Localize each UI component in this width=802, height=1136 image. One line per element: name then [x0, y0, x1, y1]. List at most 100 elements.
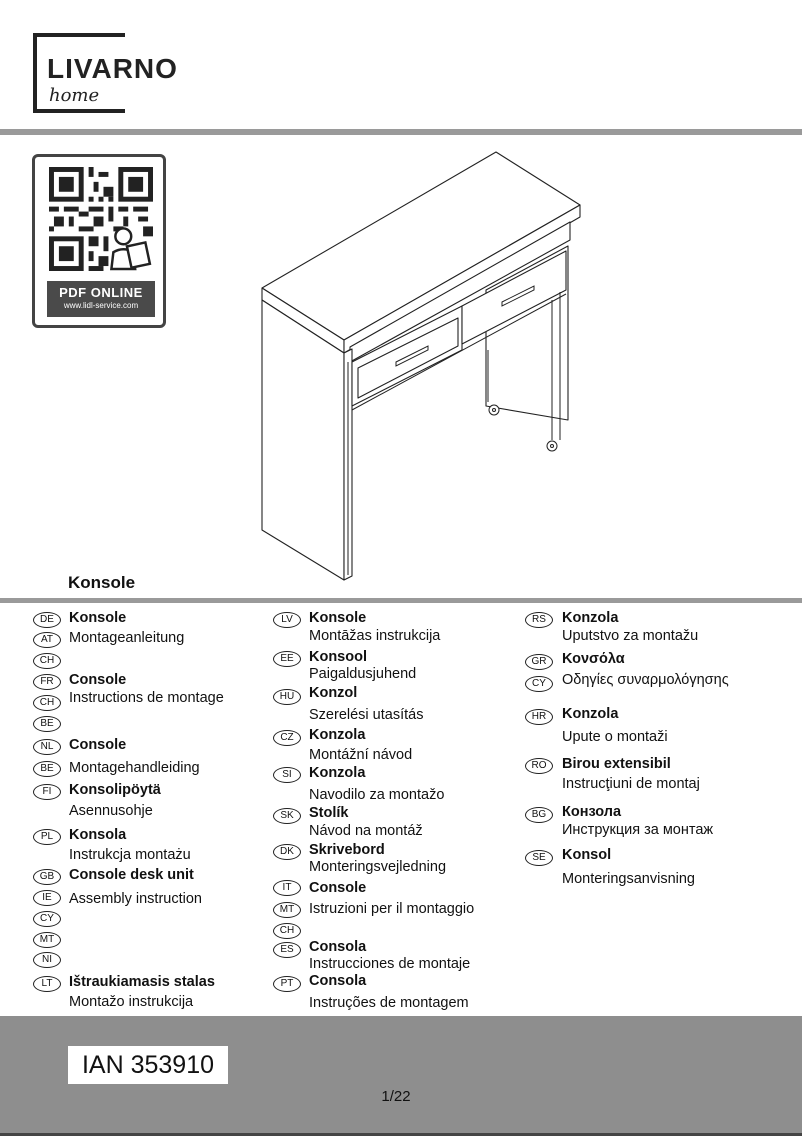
top-divider — [0, 129, 802, 135]
language-subtitle: Szerelési utasítás — [309, 707, 424, 723]
language-subtitle: Instrucciones de montaje — [309, 956, 471, 972]
language-title: Konsole — [309, 610, 367, 626]
language-title: Konsole — [69, 610, 127, 626]
language-title: Konzola — [562, 706, 619, 722]
language-title: Consola — [309, 973, 367, 989]
country-code-badge: NL — [33, 739, 61, 755]
language-subtitle: Montāžas instrukcija — [309, 628, 441, 644]
country-code-badge: BG — [525, 807, 553, 823]
country-code-badge: ES — [273, 942, 301, 958]
country-code-badge: AT — [33, 632, 61, 648]
country-code-badge: CY — [525, 676, 553, 692]
country-code-badge: SK — [273, 808, 301, 824]
logo-brand-name: LIVARNO — [47, 53, 182, 85]
language-subtitle: Montagehandleiding — [69, 760, 200, 776]
country-code-badge: BE — [33, 761, 61, 777]
logo-brand-sub: home — [49, 85, 100, 106]
country-code-badge: DK — [273, 844, 301, 860]
language-title: Κονσόλα — [562, 651, 625, 667]
language-title: Konsola — [69, 827, 127, 843]
console-table-illustration — [261, 151, 581, 581]
language-subtitle: Οδηγίες συναρμολόγησης — [562, 672, 729, 688]
language-subtitle: Montážní návod — [309, 747, 413, 763]
country-code-badge: RS — [525, 612, 553, 628]
country-code-badge: SE — [525, 850, 553, 866]
country-code-badge: HR — [525, 709, 553, 725]
country-code-badge: CH — [273, 923, 301, 939]
country-code-badge: CH — [33, 695, 61, 711]
language-subtitle: Инструкция за монтаж — [562, 822, 714, 838]
service-url: www.lidl-service.com — [63, 301, 139, 310]
language-title: Console — [309, 880, 367, 896]
country-code-badge: DE — [33, 612, 61, 628]
country-code-badge: IT — [273, 880, 301, 896]
qr-code-icon — [49, 167, 153, 271]
language-title: Ištraukiamasis stalas — [69, 974, 215, 990]
language-subtitle: Upute o montaži — [562, 729, 668, 745]
language-subtitle: Monteringsanvisning — [562, 871, 695, 887]
language-title: Конзола — [562, 804, 622, 820]
language-subtitle: Montageanleitung — [69, 630, 185, 646]
country-code-badge: MT — [33, 932, 61, 948]
language-subtitle: Instruções de montagem — [309, 995, 469, 1011]
product-title: Konsole — [68, 573, 136, 592]
country-code-badge: GR — [525, 654, 553, 670]
country-code-badge: MT — [273, 902, 301, 918]
ian-number: IAN 353910 — [68, 1046, 228, 1084]
language-subtitle: Instrucţiuni de montaj — [562, 776, 700, 792]
language-subtitle: Assembly instruction — [69, 891, 202, 907]
middle-divider — [0, 598, 802, 603]
logo-frame — [33, 33, 115, 113]
pdf-online-label: PDF ONLINE — [59, 285, 143, 300]
country-code-badge: SI — [273, 767, 301, 783]
country-code-badge: IE — [33, 890, 61, 906]
country-code-badge: LT — [33, 976, 61, 992]
language-title: Console — [69, 737, 127, 753]
language-title: Konzola — [309, 727, 366, 743]
language-title: Consola — [309, 939, 367, 955]
language-subtitle: Navodilo za montažo — [309, 787, 445, 803]
language-subtitle: Asennusohje — [69, 803, 153, 819]
language-title: Stolík — [309, 805, 349, 821]
language-subtitle: Návod na montáž — [309, 823, 423, 839]
country-code-badge: GB — [33, 869, 61, 885]
pdf-online-badge: PDF ONLINE www.lidl-service.com — [47, 281, 155, 317]
country-code-badge: CZ — [273, 730, 301, 746]
language-subtitle: Istruzioni per il montaggio — [309, 901, 475, 917]
language-title: Konsolipöytä — [69, 782, 161, 798]
country-code-badge: FI — [33, 784, 61, 800]
language-title: Console — [69, 672, 127, 688]
country-code-badge: CH — [33, 653, 61, 669]
language-title: Skrivebord — [309, 842, 385, 858]
language-subtitle: Montažo instrukcija — [69, 994, 194, 1010]
language-subtitle: Paigaldusjuhend — [309, 666, 417, 682]
country-code-badge: PT — [273, 976, 301, 992]
footer-bottom-line — [0, 1133, 802, 1136]
country-code-badge: CY — [33, 911, 61, 927]
language-title: Konsol — [562, 847, 612, 863]
language-title: Console desk unit — [69, 867, 194, 883]
language-title: Birou extensibil — [562, 756, 671, 772]
brand-logo: LIVARNO home — [33, 33, 193, 115]
country-code-badge: PL — [33, 829, 61, 845]
country-code-badge: HU — [273, 689, 301, 705]
country-code-badge: EE — [273, 651, 301, 667]
country-code-badge: LV — [273, 612, 301, 628]
country-code-badge: RO — [525, 758, 553, 774]
language-subtitle: Monteringsvejledning — [309, 859, 447, 875]
language-title: Konzola — [562, 610, 619, 626]
language-title: Konsool — [309, 649, 367, 665]
page-number: 1/22 — [381, 1088, 411, 1105]
language-title: Konzola — [309, 765, 366, 781]
language-subtitle: Instrukcja montażu — [69, 847, 191, 863]
qr-card[interactable]: PDF ONLINE www.lidl-service.com — [32, 154, 166, 328]
language-title: Konzol — [309, 685, 358, 701]
language-subtitle: Uputstvo za montažu — [562, 628, 699, 644]
country-code-badge: BE — [33, 716, 61, 732]
language-subtitle: Instructions de montage — [69, 690, 224, 706]
country-code-badge: FR — [33, 674, 61, 690]
country-code-badge: NI — [33, 952, 61, 968]
